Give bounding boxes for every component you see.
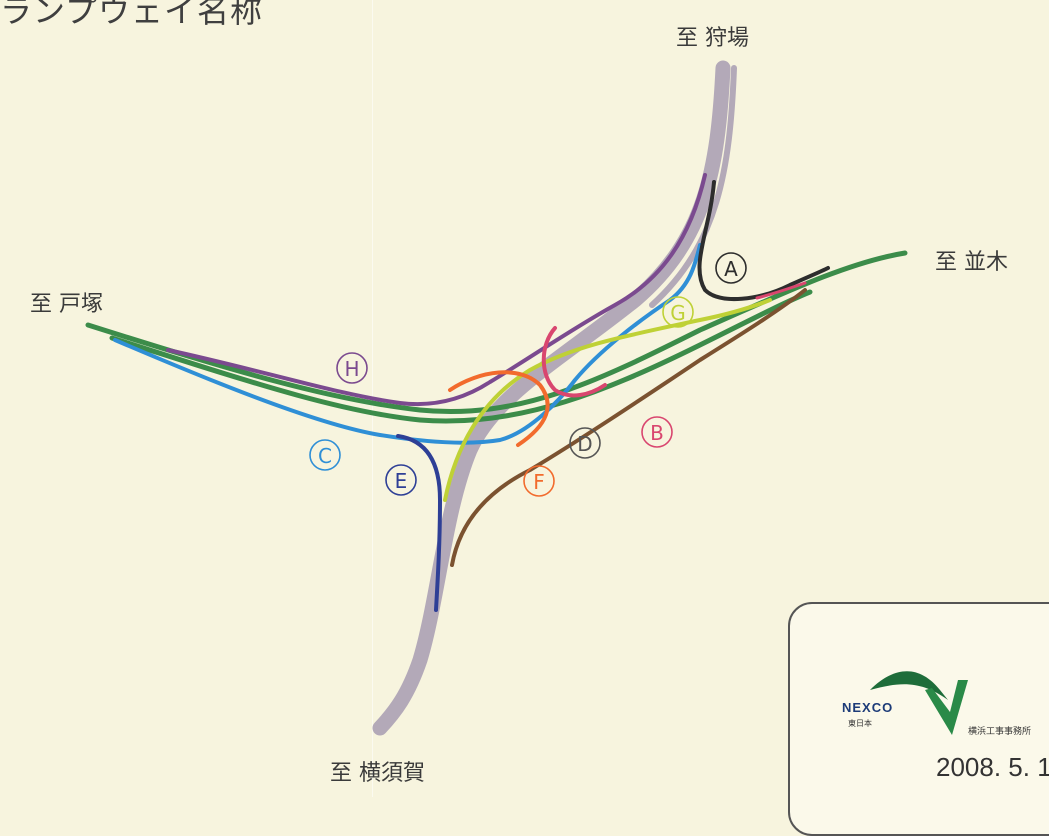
ramp-c-line [113, 243, 702, 445]
ramp-f-line [448, 370, 550, 447]
route-green-1 [85, 250, 908, 415]
ramp-badge-c: C [309, 439, 341, 471]
ramp-badge-b-label: B [650, 421, 664, 445]
ramp-d-line [450, 288, 807, 567]
ramp-badge-c-label: C [318, 444, 332, 468]
ramp-badge-f-label: F [533, 470, 545, 494]
ramp-e-line [396, 434, 443, 612]
ramp-badge-a-label: A [724, 257, 738, 281]
logo-brand-sub: 東日本 [848, 719, 872, 728]
ramp-badge-h: H [336, 352, 368, 384]
ramp-badge-b: B [641, 416, 673, 448]
ramp-g-line [443, 298, 772, 502]
diagram-date: 2008. 5. 10 [936, 752, 1049, 782]
destination-south-label: 至 横須賀 [330, 761, 425, 786]
ramp-badge-g: G [662, 296, 694, 328]
destination-east-label: 至 並木 [935, 250, 1008, 275]
mainline-north-south [372, 60, 731, 736]
destination-west-label: 至 戸塚 [30, 292, 103, 317]
ramp-badges: A B C D E F G [309, 252, 747, 497]
ramp-badge-h-label: H [344, 357, 359, 381]
ramp-badge-f: F [523, 465, 555, 497]
ramp-badge-g-label: G [670, 301, 686, 325]
ramp-b-line-east [755, 281, 807, 300]
mainline-north-lane [649, 65, 737, 308]
ramp-badge-a: A [715, 252, 747, 284]
ramp-a-line [697, 180, 830, 302]
ramp-badge-e: E [385, 464, 417, 496]
ramp-badge-d: D [569, 427, 601, 459]
ramp-badge-d-label: D [577, 432, 592, 456]
destination-north-label: 至 狩場 [676, 26, 749, 51]
page-title: ランプウェイ名称 [0, 0, 264, 30]
ramp-badge-e-label: E [395, 469, 408, 493]
ramp-lines: A B C D E F G [85, 60, 908, 736]
ramp-h-line [166, 173, 707, 406]
logo-office: 横浜工事事務所 [968, 727, 1032, 737]
logo-brand: NEXCO [842, 700, 894, 715]
ramp-b-line [541, 326, 607, 398]
logo-panel [788, 602, 1049, 836]
route-green-2 [109, 289, 813, 424]
